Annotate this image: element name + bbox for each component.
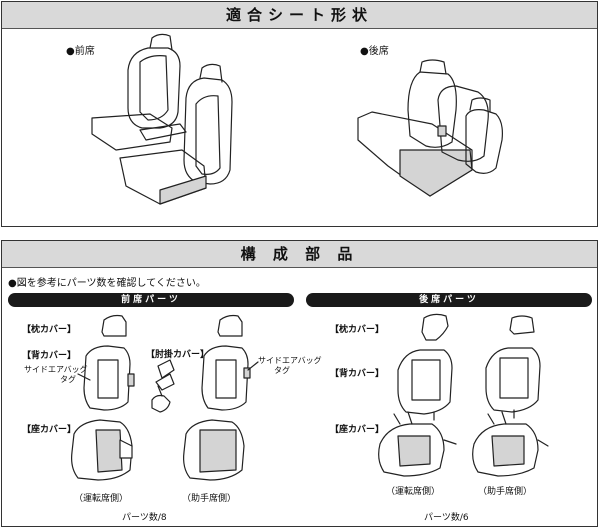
front-airbag-left-label: サイドエアバッグ <box>24 365 88 374</box>
seat-shape-title: 適合シート形状 <box>2 2 597 29</box>
front-back-label: 【背カバー】 <box>22 351 77 361</box>
rear-seat-cover-passenger <box>472 411 549 477</box>
rear-parts-count: パーツ数/6 <box>424 513 469 523</box>
front-seat-cover-passenger <box>183 419 245 481</box>
rear-driver-side-label: （運転席側） <box>386 487 441 497</box>
parts-note: ●図を参考にパーツ数を確認してください。 <box>8 278 206 289</box>
front-seat-cover-label: 【座カバー】 <box>22 425 77 435</box>
rear-passenger-side-label: （助手席側） <box>478 487 533 497</box>
front-pillow-cover-driver <box>101 314 127 337</box>
rear-seat-cover-label: 【座カバー】 <box>330 425 385 435</box>
rear-seat-label: ●後席 <box>360 46 389 57</box>
rear-parts-banner: 後席パーツ <box>306 293 592 307</box>
front-armrest-cover-1 <box>155 359 175 391</box>
front-driver-side-label: （運転席側） <box>74 494 129 504</box>
front-back-cover-driver <box>77 345 135 411</box>
parts-title: 構 成 部 品 <box>2 241 597 268</box>
front-pillow-cover-passenger <box>217 314 243 337</box>
rear-back-cover-passenger <box>485 347 541 419</box>
rear-pillow-cover-passenger <box>509 315 535 335</box>
front-armrest-cover-2 <box>151 385 171 413</box>
rear-back-label: 【背カバー】 <box>330 369 385 379</box>
front-airbag-right-label: サイドエアバッグ <box>258 356 322 365</box>
rear-back-cover-driver <box>397 349 453 421</box>
front-pillow-label: 【枕カバー】 <box>22 325 77 335</box>
front-passenger-side-label: （助手席側） <box>182 494 237 504</box>
front-seat-cover-driver <box>71 419 133 481</box>
front-seat-label: ●前席 <box>66 46 95 57</box>
parts-section: 構 成 部 品 <box>1 240 598 527</box>
rear-pillow-cover-driver <box>421 313 449 341</box>
front-parts-banner: 前席パーツ <box>8 293 294 307</box>
front-armrest-label: 【肘掛カバー】 <box>146 350 210 360</box>
front-airbag-right-tag: タグ <box>274 366 290 375</box>
front-airbag-left-tag: タグ <box>60 375 76 384</box>
front-back-cover-passenger <box>201 345 259 411</box>
front-parts-count: パーツ数/8 <box>122 513 167 523</box>
rear-seat-cover-driver <box>378 411 457 477</box>
seat-shape-section: 適合シート形状 <box>1 1 598 227</box>
rear-pillow-label: 【枕カバー】 <box>330 325 385 335</box>
